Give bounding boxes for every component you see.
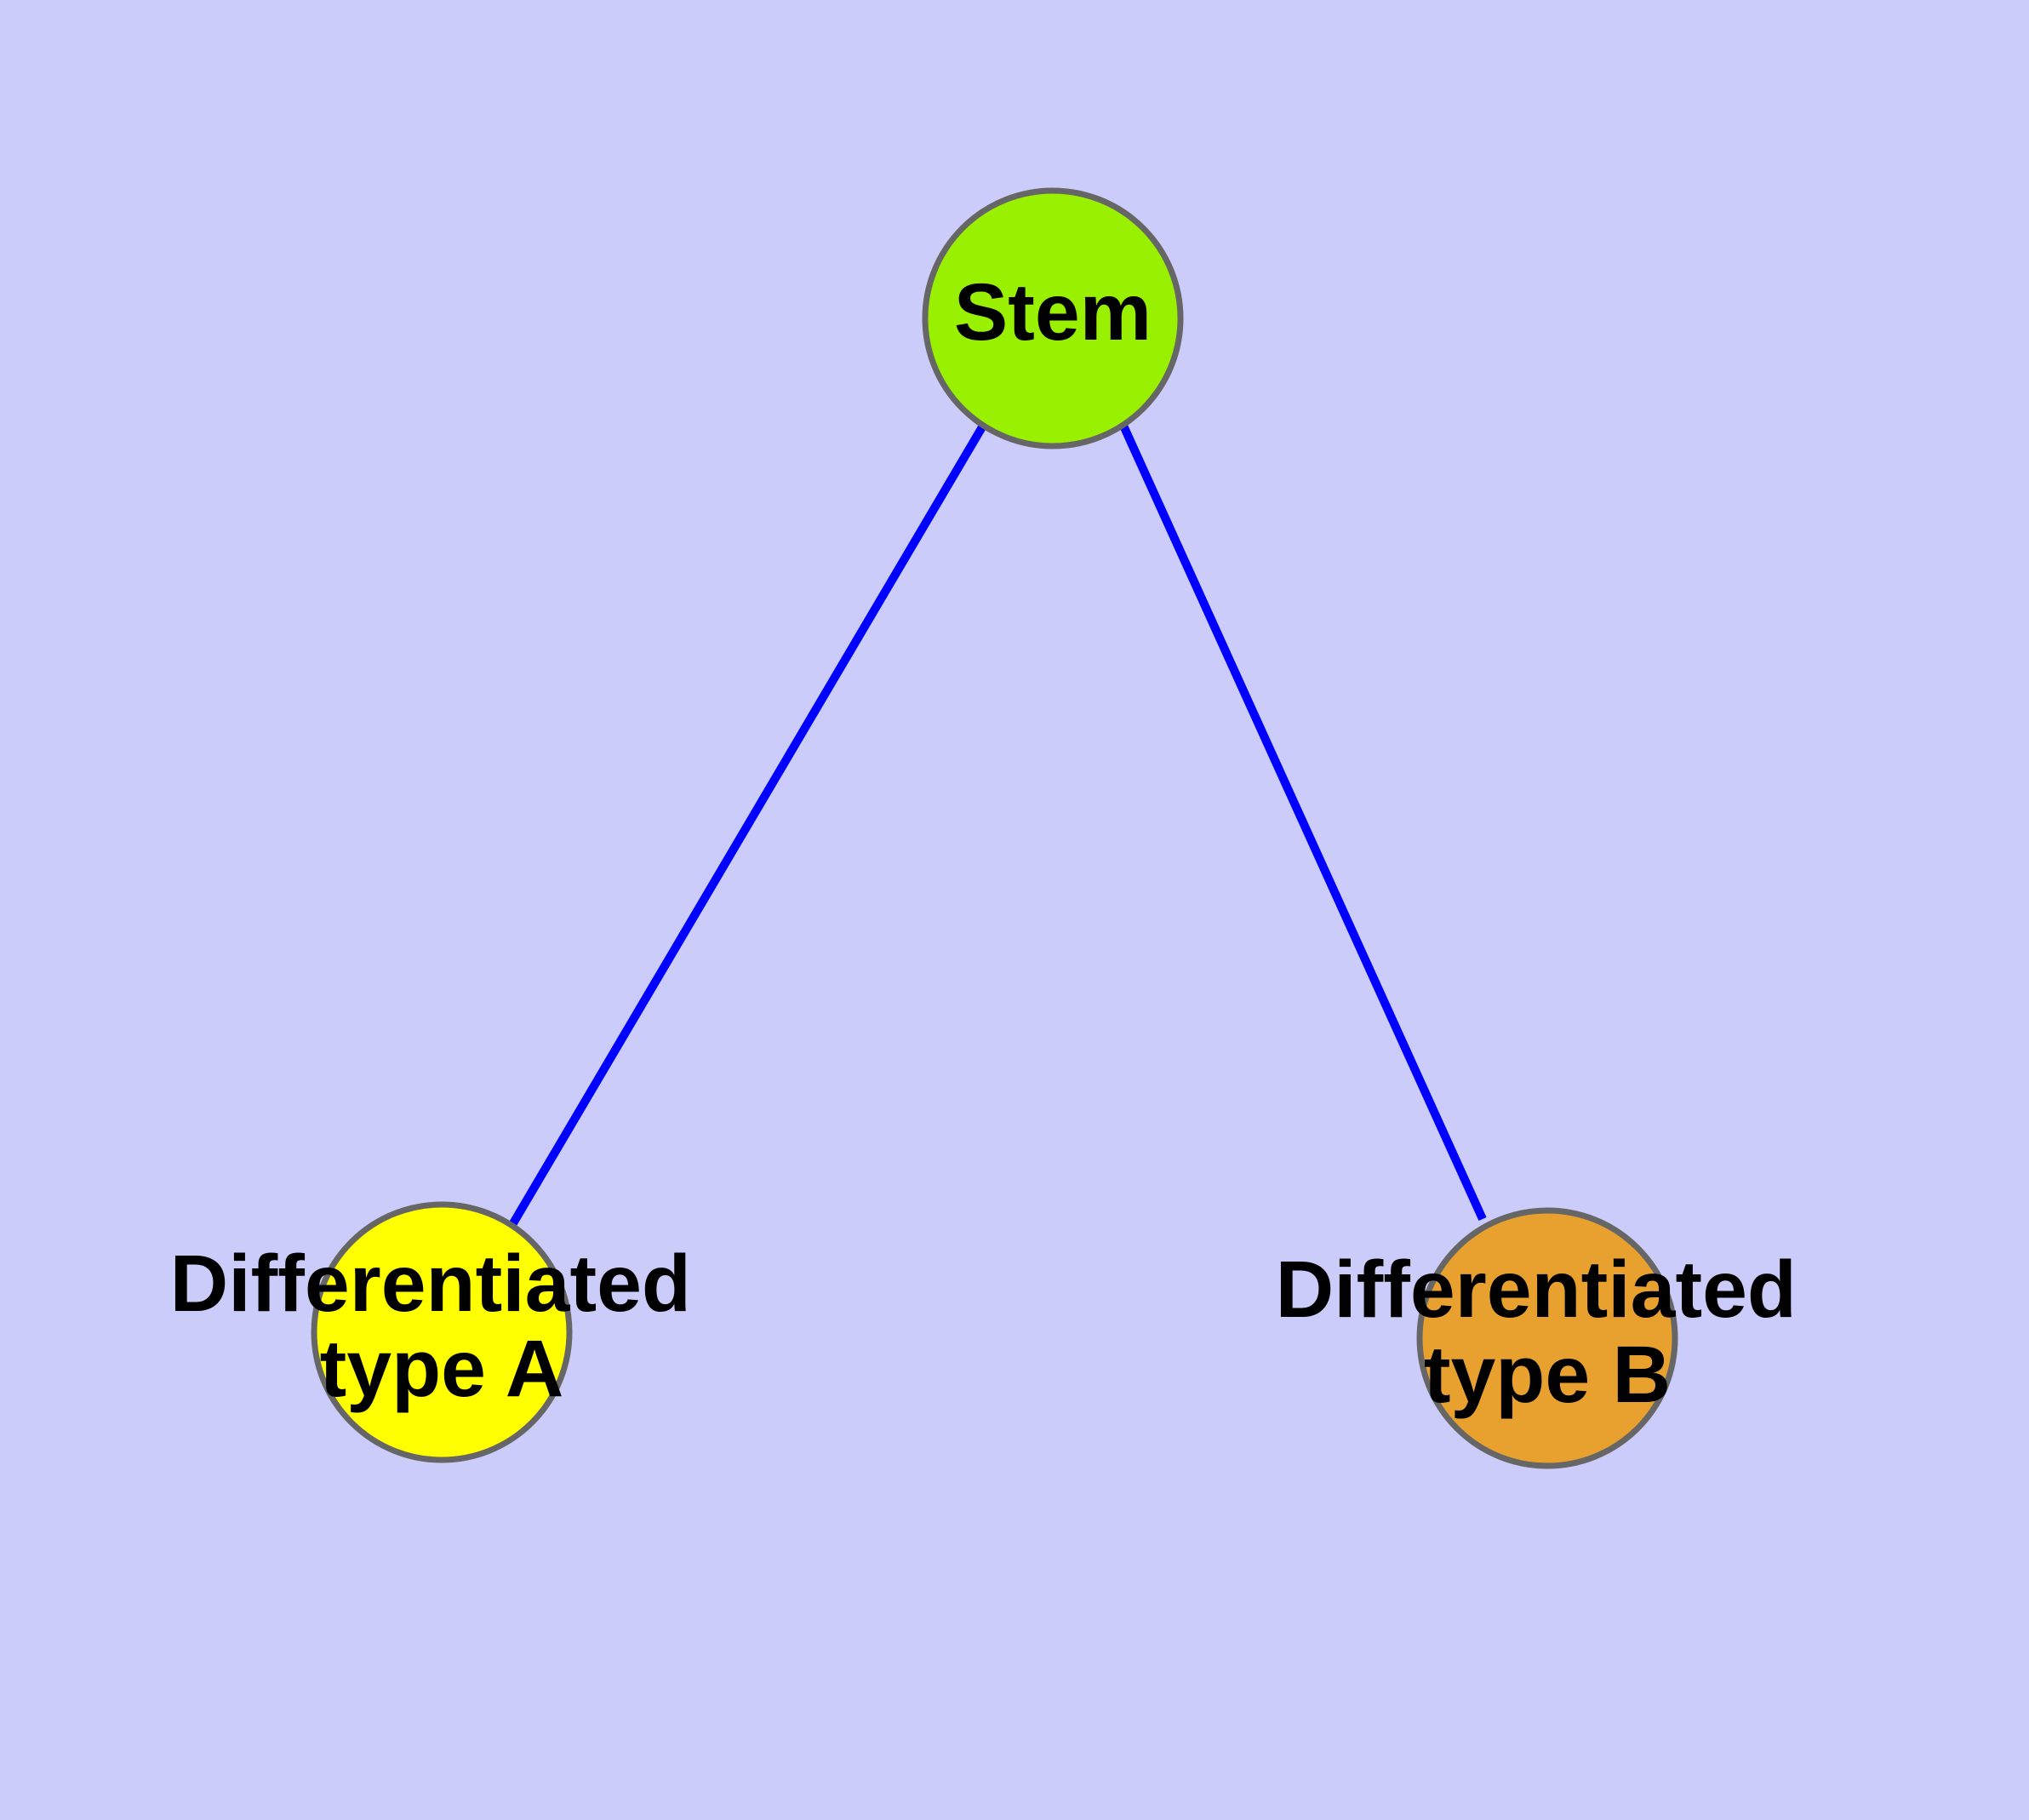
node-stem[interactable] bbox=[922, 187, 1184, 449]
edge-stem-to-differentiated-type-a[interactable] bbox=[509, 423, 987, 1226]
node-differentiated-type-a[interactable] bbox=[311, 1201, 573, 1463]
node-differentiated-type-b-label-line-2: type B bbox=[1424, 1330, 1671, 1420]
node-differentiated-type-b-circle[interactable] bbox=[1416, 1207, 1678, 1469]
node-stem-circle[interactable] bbox=[922, 187, 1184, 449]
label-layer: Stem Differentiated type A Differentiate… bbox=[170, 267, 1820, 1420]
node-differentiated-type-b[interactable] bbox=[1416, 1207, 1678, 1469]
node-differentiated-type-a-label-line-2: type A bbox=[320, 1324, 564, 1414]
edge-layer bbox=[509, 423, 1487, 1226]
node-differentiated-type-b-label: Differentiated type B bbox=[1276, 1245, 1820, 1420]
node-differentiated-type-a-circle[interactable] bbox=[311, 1201, 573, 1463]
node-differentiated-type-a-label: Differentiated type A bbox=[170, 1239, 714, 1414]
edge-stem-to-differentiated-type-b[interactable] bbox=[1119, 423, 1487, 1222]
node-differentiated-type-b-label-line-1: Differentiated bbox=[1276, 1245, 1797, 1335]
node-differentiated-type-a-label-line-1: Differentiated bbox=[170, 1239, 691, 1329]
node-stem-label-line-1: Stem bbox=[954, 267, 1152, 358]
node-layer bbox=[311, 187, 1678, 1469]
node-stem-label: Stem bbox=[954, 267, 1152, 358]
